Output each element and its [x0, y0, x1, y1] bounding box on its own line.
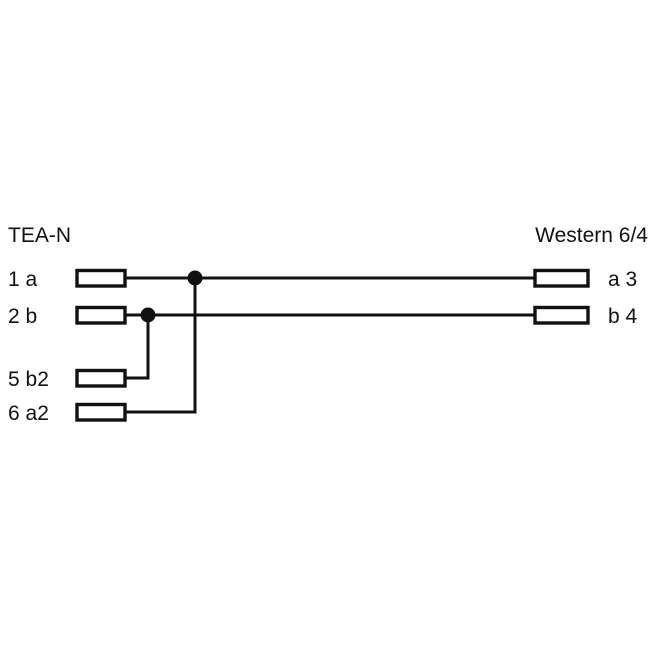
junction-dot-2b: [140, 307, 156, 323]
label-left-5b2: 5 b2: [8, 368, 49, 391]
terminal-block-1a: [75, 268, 127, 288]
junction-dot-1a: [187, 270, 203, 286]
label-left-6a2: 6 a2: [8, 402, 49, 425]
header-right: Western 6/4: [535, 224, 648, 247]
label-left-2b: 2 b: [8, 305, 37, 328]
wire-6a2-to-1a: [125, 278, 197, 414]
label-right-a3: a 3: [608, 268, 637, 291]
wire-5b2-to-2b: [125, 315, 150, 380]
header-left: TEA-N: [8, 224, 71, 247]
label-right-b4: b 4: [608, 305, 638, 328]
terminal-block-6a2: [75, 402, 127, 422]
terminal-block-b4: [533, 305, 590, 325]
terminal-block-2b: [75, 305, 127, 325]
terminal-block-a3: [533, 268, 590, 288]
label-left-1a: 1 a: [8, 268, 38, 291]
terminal-block-5b2: [75, 368, 127, 388]
